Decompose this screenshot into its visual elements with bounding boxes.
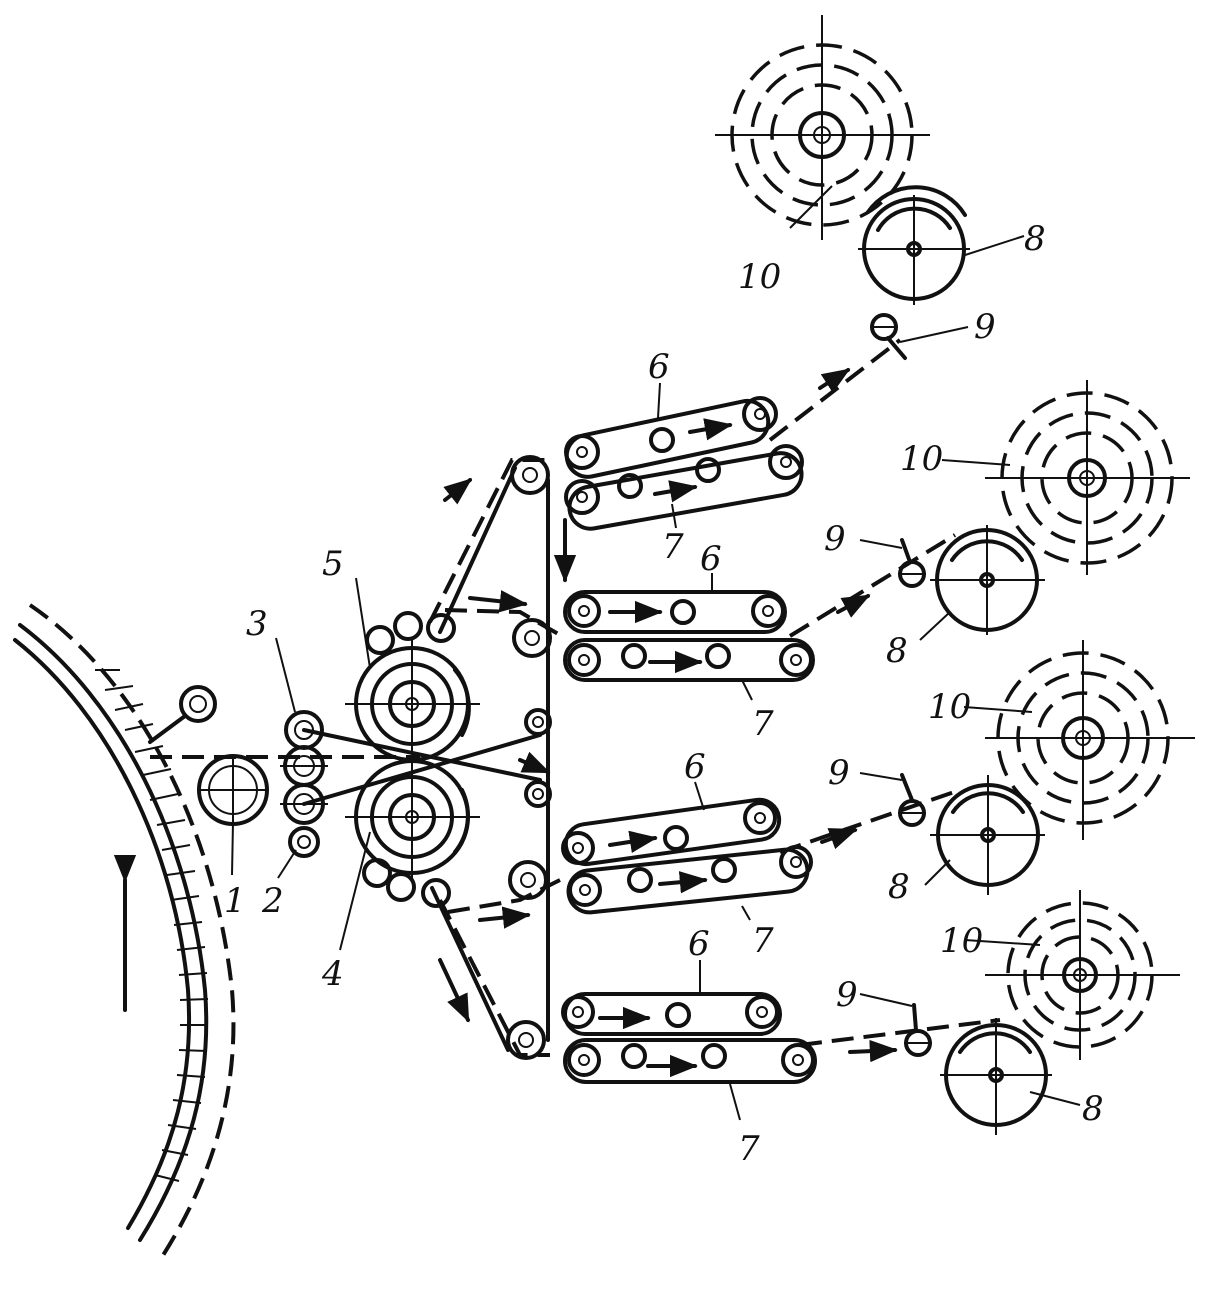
label-9-d: 9 <box>836 975 858 1015</box>
label-10-b: 10 <box>900 439 943 479</box>
web-cross-upper <box>302 728 542 782</box>
label-8-a: 8 <box>1024 219 1046 259</box>
belt-set-b <box>563 533 957 682</box>
label-9-a: 9 <box>974 307 996 347</box>
label-10-a: 10 <box>738 257 781 297</box>
label-8-c: 8 <box>888 867 910 907</box>
label-6-b: 6 <box>700 539 722 579</box>
reel-10-top <box>715 15 930 240</box>
reel-10-bottom <box>985 890 1180 1060</box>
label-6-d: 6 <box>688 924 710 964</box>
roll-9-second <box>898 538 926 588</box>
label-7-a: 7 <box>662 527 684 567</box>
label-9-c: 9 <box>828 753 850 793</box>
belt-set-a <box>564 338 902 531</box>
roll-9-top <box>870 313 907 360</box>
label-7-d: 7 <box>738 1129 760 1169</box>
label-3: 3 <box>246 604 268 644</box>
label-6-c: 6 <box>684 747 706 787</box>
guide-frame <box>506 455 552 1060</box>
label-10-c: 10 <box>928 687 971 727</box>
leader-lines <box>231 185 1081 1121</box>
label-8-b: 8 <box>886 631 908 671</box>
web-cross-lower <box>302 733 542 806</box>
main-drum <box>13 603 236 1262</box>
label-7-c: 7 <box>752 921 774 961</box>
label-1: 1 <box>224 881 246 921</box>
label-4: 4 <box>321 954 344 994</box>
label-9-b: 9 <box>824 519 846 559</box>
drive-roll-8-third <box>930 775 1045 895</box>
label-2: 2 <box>261 881 284 921</box>
reel-10-second <box>985 380 1190 575</box>
drive-roll-8-second <box>930 525 1045 635</box>
label-8-d: 8 <box>1082 1089 1104 1129</box>
label-6-a: 6 <box>648 347 670 387</box>
drive-roll-8-bottom <box>940 1018 1052 1135</box>
roll-9-bottom <box>904 1003 932 1057</box>
label-5: 5 <box>322 544 344 584</box>
label-7-b: 7 <box>752 704 774 744</box>
label-10-d: 10 <box>940 921 983 961</box>
drive-roll-8-top <box>858 185 970 305</box>
belt-set-c <box>561 788 961 915</box>
cutting-roll-4 <box>345 752 480 908</box>
belt-set-d <box>561 992 1001 1084</box>
reel-10-third <box>985 640 1195 840</box>
roll-9-third <box>898 773 926 827</box>
